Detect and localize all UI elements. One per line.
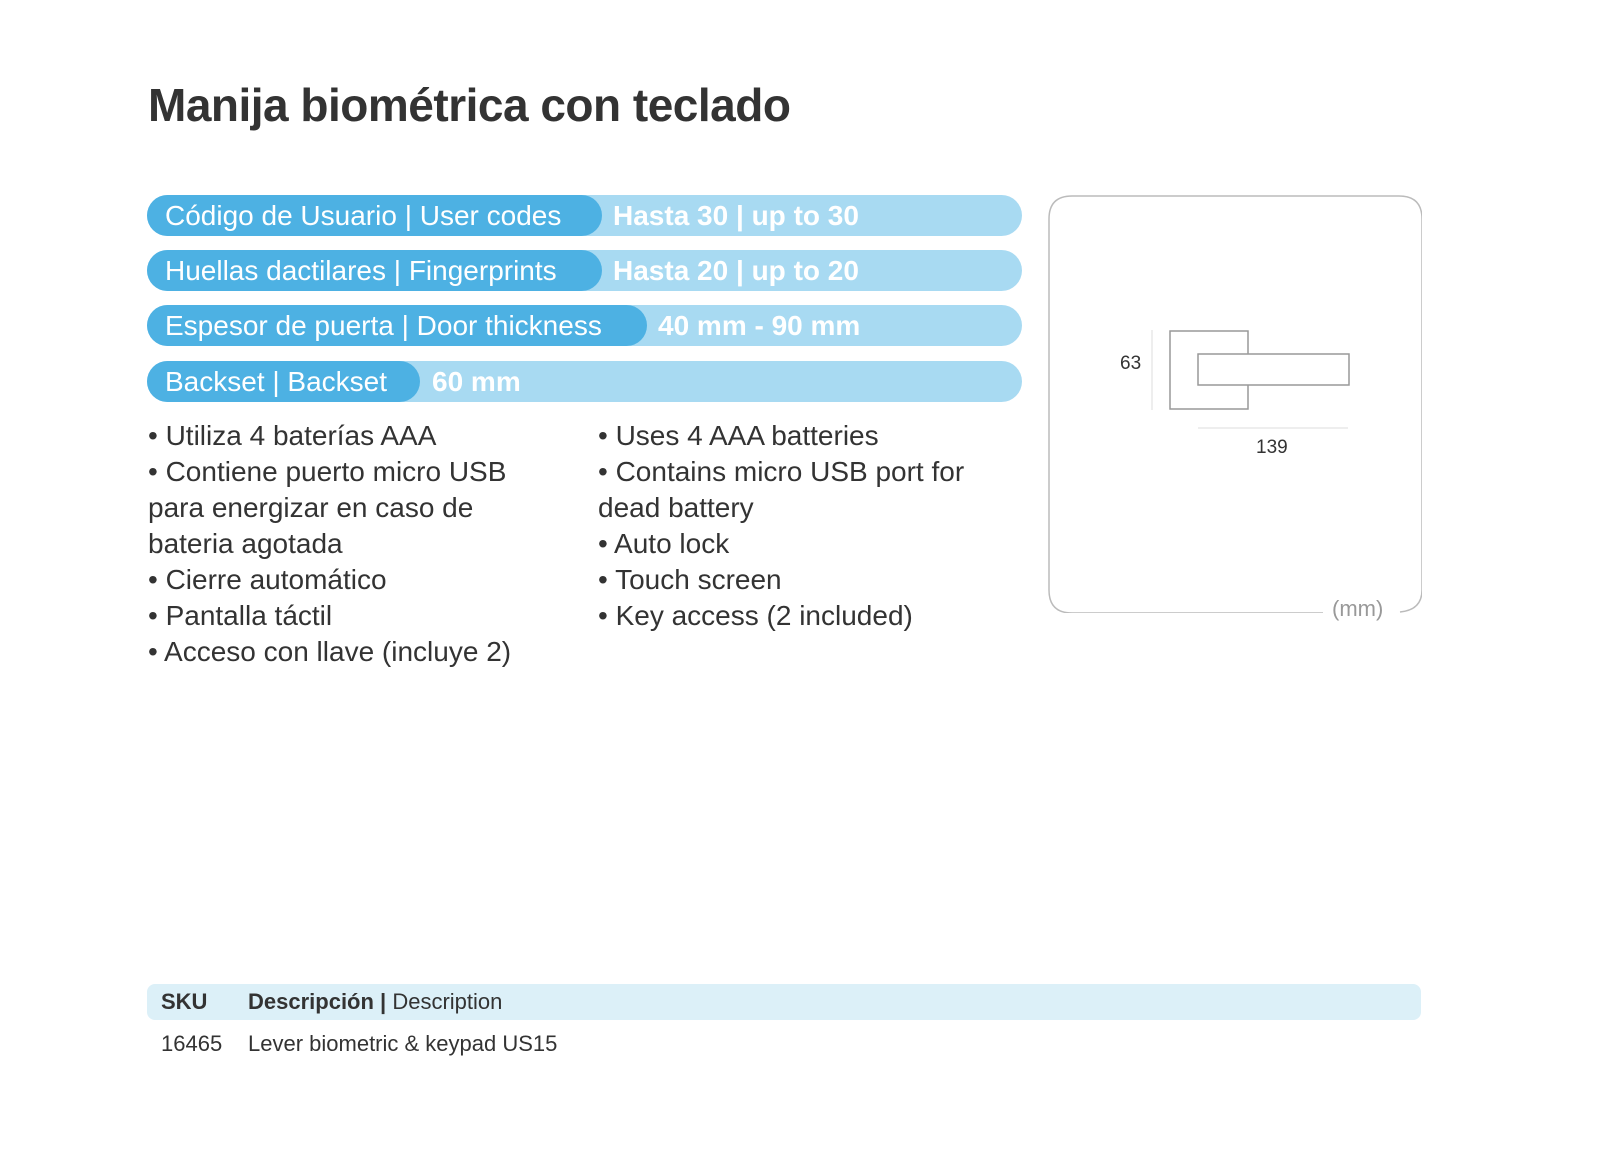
sku-cell: 16465 xyxy=(161,1031,223,1056)
spec-value: Hasta 20 | up to 20 xyxy=(613,255,859,286)
spec-label: Código de Usuario | User codes xyxy=(147,195,602,236)
feature-item: • Cierre automático xyxy=(148,564,387,595)
features-english: • Uses 4 AAA batteries • Contains micro … xyxy=(598,418,964,634)
spec-label: Espesor de puerta | Door thickness xyxy=(147,305,647,346)
spec-value: 60 mm xyxy=(432,366,521,397)
feature-item: • Acceso con llave (incluye 2) xyxy=(148,636,512,667)
description-cell: Lever biometric & keypad US15 xyxy=(248,1031,558,1056)
header-sku: SKU xyxy=(161,989,208,1014)
feature-item: • Contiene puerto micro USB xyxy=(148,456,507,487)
page-title: Manija biométrica con teclado xyxy=(148,79,791,131)
spec-value: Hasta 30 | up to 30 xyxy=(613,200,859,231)
spec-user-codes: Código de Usuario | User codes Hasta 30 … xyxy=(147,195,1022,236)
unit-label: (mm) xyxy=(1329,596,1387,622)
feature-item: • Utiliza 4 baterías AAA xyxy=(148,420,437,451)
dimension-diagram: 63 139 (mm) xyxy=(1048,195,1423,622)
feature-item: • Auto lock xyxy=(598,528,730,559)
spec-label: Backset | Backset xyxy=(147,361,420,402)
spec-door-thickness: Espesor de puerta | Door thickness 40 mm… xyxy=(147,305,1022,346)
feature-item: • Key access (2 included) xyxy=(598,600,913,631)
table-row: 16465 Lever biometric & keypad US15 xyxy=(147,1026,1421,1062)
diagram-frame xyxy=(1048,195,1423,614)
features-spanish: • Utiliza 4 baterías AAA • Contiene puer… xyxy=(148,418,511,670)
table-header: SKU Descripción | Description xyxy=(147,984,1421,1020)
feature-item: dead battery xyxy=(598,492,754,523)
feature-item: • Touch screen xyxy=(598,564,782,595)
height-label: 63 xyxy=(1120,353,1142,374)
feature-item: para energizar en caso de xyxy=(148,492,474,523)
feature-item: • Uses 4 AAA batteries xyxy=(598,420,879,451)
spec-fingerprints: Huellas dactilares | Fingerprints Hasta … xyxy=(147,250,1022,291)
header-desc-es: Descripción | xyxy=(248,989,387,1014)
header-description: Descripción | Description xyxy=(248,984,502,1020)
spec-value: 40 mm - 90 mm xyxy=(658,310,861,341)
width-label: 139 xyxy=(1256,437,1288,458)
lever-drawing xyxy=(1048,195,1423,614)
spec-backset: Backset | Backset 60 mm xyxy=(147,361,1022,402)
lever-handle xyxy=(1197,353,1350,386)
header-desc-en: Description xyxy=(386,989,503,1014)
feature-item: bateria agotada xyxy=(148,528,343,559)
feature-item: • Contains micro USB port for xyxy=(598,456,965,487)
feature-item: • Pantalla táctil xyxy=(148,600,333,631)
spec-label: Huellas dactilares | Fingerprints xyxy=(147,250,602,291)
